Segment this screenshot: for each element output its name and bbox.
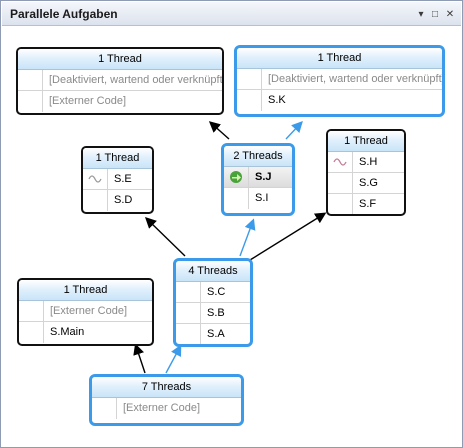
node-header: 2 Threads [224,146,292,167]
frame-label: S.D [114,194,133,206]
stack-frame-row[interactable]: S.A [176,324,250,344]
stack-node-top-left[interactable]: 1 Thread [Deaktiviert, wartend oder verk… [16,47,224,115]
maximize-icon[interactable]: □ [431,8,439,20]
frame-label: S.G [359,177,378,189]
thread-wave-icon [328,152,353,172]
arrow-mid-center-to-top-right [285,120,303,140]
stack-frame-row[interactable]: [Deaktiviert, wartend oder verknüpft] [18,70,222,91]
stack-frame-row[interactable]: S.E [83,169,152,190]
stack-frame-row[interactable]: [Externer Code] [92,398,241,419]
call-arrows [133,120,327,374]
node-header: 1 Thread [18,49,222,70]
stack-frame-row[interactable]: S.Main [19,322,152,343]
node-header: 1 Thread [328,131,404,152]
stack-frame-row[interactable]: S.I [224,188,292,209]
frame-label: S.E [114,173,132,185]
stack-node-bottom-left[interactable]: 1 Thread [Externer Code] S.Main [17,278,154,346]
frame-label: [Externer Code] [50,305,128,317]
stack-frame-row[interactable]: S.G [328,173,404,194]
close-icon[interactable]: ✕ [445,8,455,20]
node-header: 7 Threads [92,377,241,398]
frame-label: S.H [359,156,378,168]
stack-frame-row[interactable]: S.F [328,194,404,214]
stack-frame-row[interactable]: S.B [176,303,250,324]
thread-wave-icon [83,169,108,189]
stack-frame-row[interactable]: S.D [83,190,152,211]
frame-label: S.I [255,192,269,204]
node-header: 1 Thread [19,280,152,301]
frame-label: S.F [359,198,377,210]
stack-node-mid-left[interactable]: 1 Thread S.E S.D [81,146,154,214]
window-title: Parallele Aufgaben [10,7,118,21]
arrow-center-to-mid-right [249,212,327,261]
stack-diagram-canvas[interactable]: 1 Thread [Deaktiviert, wartend oder verk… [2,27,461,447]
frame-label: [Externer Code] [123,402,201,414]
stack-node-mid-center[interactable]: 2 Threads S.J S.I [221,143,295,216]
frame-label: S.C [207,286,226,298]
node-header: 4 Threads [176,261,250,282]
arrow-bottom-to-main [133,343,146,374]
stack-frame-row[interactable]: [Externer Code] [19,301,152,322]
current-thread-arrow-icon [224,167,249,187]
frame-label: [Deaktiviert, wartend oder verknüpft] [268,73,442,85]
frame-label: S.J [255,171,272,183]
arrow-center-to-mid-center [239,218,256,257]
stack-frame-row[interactable]: [Deaktiviert, wartend oder verknüpft] [237,69,442,90]
title-bar[interactable]: Parallele Aufgaben ▾ □ ✕ [2,2,461,26]
stack-node-mid-right[interactable]: 1 Thread S.H S.G S.F [326,129,406,216]
arrow-mid-center-to-top-left [208,121,230,140]
stack-frame-row[interactable]: S.C [176,282,250,303]
frame-label: [Externer Code] [49,95,127,107]
arrow-center-to-mid-left [144,217,186,257]
frame-label: S.B [207,307,225,319]
node-header: 1 Thread [237,48,442,69]
stack-frame-row[interactable]: [Externer Code] [18,91,222,112]
frame-label: S.Main [50,326,85,338]
dropdown-icon[interactable]: ▾ [418,8,424,20]
stack-node-bottom[interactable]: 7 Threads [Externer Code] [89,374,244,426]
node-header: 1 Thread [83,148,152,169]
arrow-bottom-to-center [165,344,182,374]
stack-frame-row[interactable]: S.K [237,90,442,111]
stack-node-top-right[interactable]: 1 Thread [Deaktiviert, wartend oder verk… [234,45,445,117]
stack-frame-row-current[interactable]: S.J [224,167,292,188]
frame-label: [Deaktiviert, wartend oder verknüpft] [49,74,222,86]
stack-node-center[interactable]: 4 Threads S.C S.B S.A [173,258,253,347]
stack-frame-row[interactable]: S.H [328,152,404,173]
frame-label: S.K [268,94,286,106]
frame-label: S.A [207,328,225,340]
